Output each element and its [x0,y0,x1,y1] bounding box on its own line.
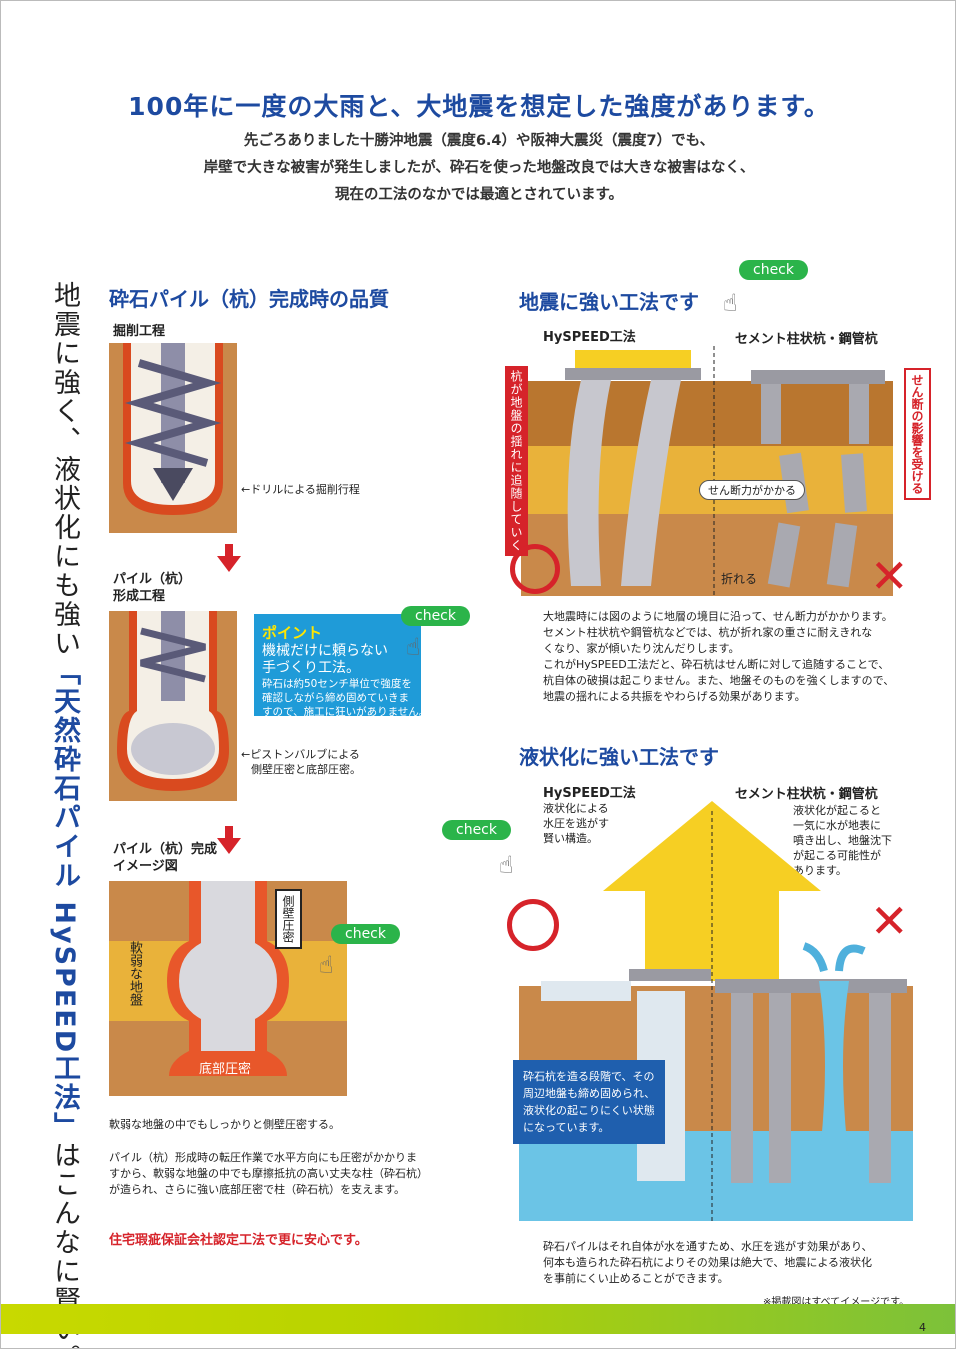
earthquake-text-line4: これがHySPEED工法だと、砕石杭はせん断に対して追随することで、 [543,658,890,671]
earthquake-diagram [521,346,893,596]
intro-line-2: 岸壁で大きな被害が発生しましたが、砕石を使った地盤改良では大きな被害はなく、 [203,160,755,176]
blue-box-line2: 周辺地盤も締め固められ、 [523,1087,656,1100]
pointing-hand-icon: ☝ [499,851,514,879]
step2-label-line2: 形成工程 [113,589,166,604]
check-bubble-liquefaction: check [442,820,511,840]
earthquake-text-line3: くなり、家が傾いたり沈んだりします。 [543,642,740,655]
check-bubble-earthquake: check [739,260,808,280]
pile-forming-diagram [109,611,237,801]
certification-note: 住宅瑕疵保証会社認定工法で更に安心です。 [109,1233,368,1248]
step2-caption-line2: 側壁圧密と底部圧密。 [251,763,361,776]
check-bubble-pile: check [331,924,400,944]
earthquake-col-left: HySPEED工法 [543,330,636,345]
earthquake-text-line5: 杭自体の破損は起こりません。また、地盤そのものを強くしますので、 [543,674,895,687]
earthquake-text-line1: 大地震時には図のように地層の境目に沿って、せん断力がかかります。 [543,610,893,623]
step3-label-line1: パイル（杭）完成 [113,842,218,857]
point-sub-line1: 砕石は約50センチ単位で強度を [262,678,412,690]
vertical-title-highlight: 「天然砕石パイル HySPEED工法」 [49,658,80,1142]
quality-caption-2-line1: パイル（杭）形成時の転圧作業で水平方向にも圧密がかかりま [109,1151,417,1164]
step2-caption-line1: ←ピストンバルブによる [241,748,360,761]
ng-cross-icon: ✕ [870,894,909,948]
liquefaction-left-note-1: 液状化による [543,802,609,815]
liquefaction-text-line2: 何本も造られた砕石杭によりその効果は絶大で、地震による液状化 [543,1256,873,1269]
broken-label: 折れる [721,572,758,586]
shear-force-pill: せん断力がかかる [699,480,805,500]
blue-box-line1: 砕石杭を造る段階で、その [523,1070,655,1083]
liquefaction-text-line3: を事前にくい止めることができます。 [543,1272,729,1285]
blue-box-line4: になっています。 [523,1121,610,1134]
liquefaction-title: 液状化に強い工法です [519,745,719,769]
headline: 100年に一度の大雨と、大地震を想定した強度があります。 [128,92,830,121]
check-bubble-point: check [401,606,470,626]
liquefaction-diagram [519,801,913,1221]
footer-band [1,1304,955,1334]
point-box: ポイント 機械だけに頼らない 手づくり工法。 砕石は約50センチ単位で強度を 確… [254,614,430,718]
step1-label: 掘削工程 [113,324,166,339]
earthquake-text-line2: セメント柱状杭や鋼管杭などでは、杭が折れ家の重さに耐えきれな [543,626,873,639]
step3-label-line2: イメージ図 [113,859,178,874]
liquefaction-right-note-5: あります。 [793,864,847,877]
pointing-hand-icon: ☝ [406,633,421,661]
drilling-diagram [109,343,237,533]
down-arrow-icon [217,826,241,854]
earthquake-right-vlabel: せん断の影響を受ける [904,368,931,500]
liquefaction-col-right: セメント柱状杭・鋼管杭 [735,787,878,802]
pointing-hand-icon: ☝ [319,951,334,979]
label-bottom-compaction: 底部圧密 [199,1062,252,1077]
liquefaction-right-note-1: 液状化が起こると [793,804,881,817]
pointing-hand-icon: ☝ [723,289,738,317]
ok-circle-icon [510,544,560,594]
point-main-line2: 手づくり工法。 [262,660,360,676]
liquefaction-right-note-2: 一気に水が地表に [793,819,881,832]
label-sidewall: 側壁圧密 [275,889,302,949]
earthquake-text-line6: 地震の揺れによる共振をやわらげる効果があります。 [543,690,806,703]
step2-label-line1: パイル（杭） [113,572,192,587]
intro-line-1: 先ごろありました十勝沖地震（震度6.4）や阪神大震災（震度7）でも、 [243,133,715,149]
liquefaction-left-note-3: 賢い構造。 [543,832,598,845]
label-soft-ground: 軟弱な地盤 [127,941,142,1006]
intro-line-3: 現在の工法のなかでは最適とされています。 [334,187,624,203]
liquefaction-blue-box: 砕石杭を造る段階で、その 周辺地盤も締め固められ、 液状化の起こりにくい状態 に… [513,1060,665,1144]
liquefaction-left-note-2: 水圧を逃がす [543,817,609,830]
liquefaction-right-note-3: 噴き出し、地盤沈下 [793,834,892,847]
point-label: ポイント [262,624,323,642]
liquefaction-right-note-4: が起こる可能性が [793,849,881,862]
liquefaction-text-line1: 砕石パイルはそれ自体が水を通すため、水圧を逃がす効果があり、 [543,1240,873,1253]
earthquake-title: 地震に強い工法です [519,290,699,314]
earthquake-col-right: セメント柱状杭・鋼管杭 [735,332,878,347]
point-sub-line3: すので、施工に狂いがありません。 [262,706,430,718]
ng-cross-icon: ✕ [870,549,909,603]
image-footnote: ※掲載図はすべてイメージです。 [763,1297,910,1308]
page-number: 4 [919,1321,926,1334]
quality-caption-2-line2: すから、軟弱な地盤の中でも摩擦抵抗の高い丈夫な柱（砕石杭） [109,1167,428,1180]
pile-complete-diagram [109,881,347,1096]
vertical-title: 地震に強く、液状化にも強い「天然砕石パイル HySPEED工法」はこんなに賢い。 [45,281,84,1348]
earthquake-left-vlabel: 杭が地盤の揺れに追随していく [505,366,528,556]
ok-circle-icon [507,899,559,951]
quality-title: 砕石パイル（杭）完成時の品質 [109,287,389,311]
step1-caption: ←ドリルによる掘削行程 [241,483,360,496]
point-sub-line2: 確認しながら締め固めていきま [262,692,409,704]
vertical-title-before: 地震に強く、液状化にも強い [49,281,80,658]
quality-caption-1: 軟弱な地盤の中でもしっかりと側壁圧密する。 [109,1118,340,1131]
point-main-line1: 機械だけに頼らない [262,643,388,659]
blue-box-line3: 液状化の起こりにくい状態 [523,1104,655,1117]
quality-caption-2-line3: が造られ、さらに強い底部圧密で柱（砕石杭）を支えます。 [109,1183,406,1196]
liquefaction-col-left: HySPEED工法 [543,786,636,801]
down-arrow-icon [217,544,241,572]
